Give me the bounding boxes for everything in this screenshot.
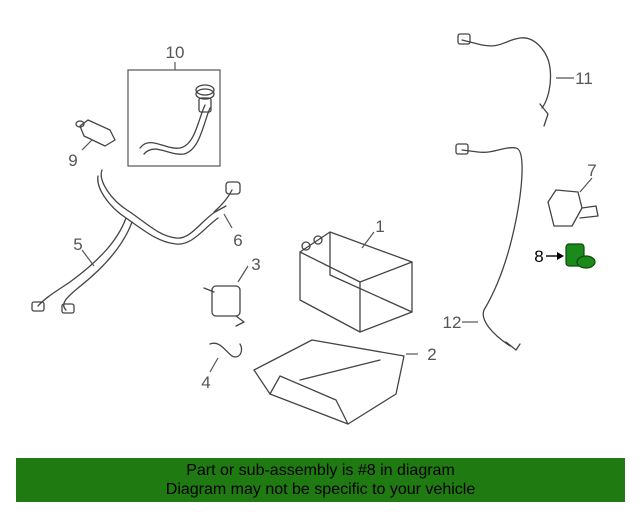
callout-12: 12	[443, 313, 462, 332]
part-1-port-a	[301, 241, 311, 251]
leader-6	[223, 213, 233, 229]
part-3-body	[211, 285, 241, 317]
part-3-nipple	[235, 315, 245, 327]
part-1-body	[299, 231, 413, 333]
callout-8: 8	[534, 247, 543, 266]
part-2-inner	[269, 375, 349, 425]
callout-1: 1	[375, 217, 384, 236]
leader-9	[81, 139, 93, 151]
part-5-line-a	[100, 169, 227, 239]
part-1-edge	[329, 231, 413, 313]
part-8-cap	[576, 255, 596, 269]
part-10-clamp-b	[195, 88, 215, 100]
part-7-valve	[547, 177, 599, 227]
callout-9: 9	[68, 151, 77, 170]
info-banner: Part or sub-assembly is #8 in diagram Di…	[16, 458, 625, 502]
part-7-body	[547, 189, 583, 227]
callout-10: 10	[166, 43, 185, 62]
part-12-cable	[461, 147, 523, 347]
part-9-body	[79, 119, 116, 147]
part-6-fitting	[225, 181, 241, 195]
part-7-port	[579, 205, 599, 219]
leader-4	[209, 357, 219, 373]
part-5-end-a	[31, 301, 45, 312]
callout-3: 3	[251, 255, 260, 274]
callout-5: 5	[73, 235, 82, 254]
callout-11: 11	[575, 69, 593, 88]
part-10-hose-group	[127, 62, 221, 167]
callout-4: 4	[201, 373, 210, 392]
part-10-box	[127, 69, 221, 167]
part-1-port-b	[313, 235, 323, 245]
callout-7: 7	[587, 161, 596, 180]
part-5-end-b	[61, 303, 75, 314]
part-4-hose	[209, 342, 243, 373]
part-5-line-b	[97, 175, 219, 245]
banner-line-2: Diagram may not be specific to your vehi…	[165, 481, 476, 498]
callout-6: 6	[233, 231, 242, 250]
part-12-plug	[455, 143, 469, 155]
part-11-plug	[457, 33, 471, 45]
part-8-highlighted	[546, 243, 596, 269]
callout-2: 2	[427, 345, 436, 364]
part-2-bracket	[253, 339, 418, 425]
part-12-sensor-tip	[505, 341, 521, 351]
part-4-body	[209, 342, 243, 358]
leader-7	[579, 177, 593, 193]
part-9-tip	[75, 120, 85, 128]
part-11-sensor-tip	[539, 103, 549, 127]
leader-5	[81, 249, 95, 267]
part-5-line-c	[37, 217, 127, 307]
part-11-cable	[461, 37, 552, 109]
banner-line-1: Part or sub-assembly is #8 in diagram	[186, 462, 455, 479]
part-12-sensor	[455, 143, 523, 351]
part-10-clamp	[195, 84, 215, 96]
part-9-connector	[75, 119, 116, 151]
part-2-rib	[299, 359, 381, 381]
part-6-body	[213, 189, 233, 213]
part-11-sensor	[457, 33, 574, 127]
part-10-hose-edge	[143, 107, 211, 155]
part-5-vapor-lines	[31, 169, 227, 314]
part-10-hose	[139, 104, 206, 149]
leader-8-arrow	[557, 252, 564, 260]
part-3-valve	[203, 265, 249, 327]
part-10-hose-end	[198, 97, 212, 113]
part-1-canister	[299, 231, 413, 333]
leader-1	[361, 231, 375, 249]
leader-3	[237, 265, 249, 283]
part-6-hose	[213, 181, 241, 229]
parts-diagram: 10 9 5 6 3 4 1 2 11 12 7 8	[31, 33, 599, 425]
part-1-top	[359, 261, 413, 283]
part-3-port	[203, 287, 215, 293]
